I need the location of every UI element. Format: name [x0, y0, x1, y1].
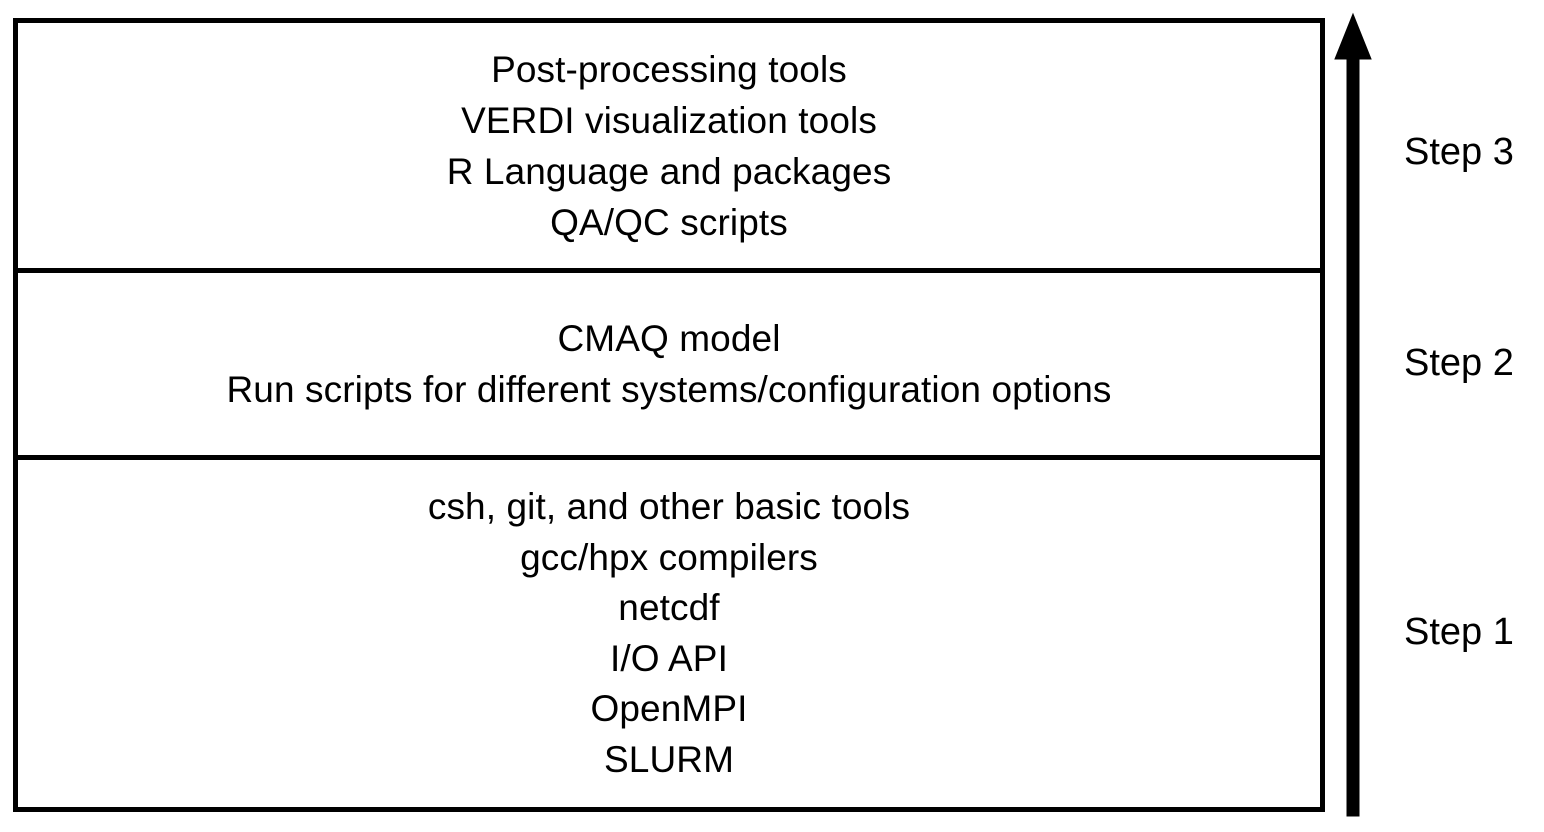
layer-step-3-line-3: R Language and packages [446, 150, 892, 192]
layer-step-3-line-2: VERDI visualization tools [461, 99, 877, 141]
layer-step-1: csh, git, and other basic tools gcc/hpx … [18, 455, 1320, 807]
step-label-2: Step 2 [1404, 342, 1514, 384]
layer-step-1-line-1: csh, git, and other basic tools [427, 486, 911, 527]
layer-step-3-line-1: Post-processing tools [491, 48, 847, 90]
upward-arrow-icon [1334, 12, 1372, 817]
layer-step-1-line-5: OpenMPI [590, 688, 748, 729]
layer-step-2-line-2: Run scripts for different systems/config… [226, 369, 1112, 410]
layer-step-3: Post-processing tools VERDI visualizatio… [18, 23, 1320, 268]
layer-step-1-line-6: SLURM [603, 738, 735, 780]
layer-step-1-line-3: netcdf [618, 587, 720, 628]
step-label-3: Step 3 [1404, 131, 1514, 173]
layer-step-1-line-2: gcc/hpx compilers [520, 536, 818, 578]
layer-step-3-line-4: QA/QC scripts [550, 201, 788, 243]
layer-step-1-line-4: I/O API [610, 637, 728, 679]
layer-step-2-line-1: CMAQ model [557, 318, 781, 359]
step-label-1: Step 1 [1404, 611, 1514, 653]
layer-stack: Post-processing tools VERDI visualizatio… [13, 18, 1325, 812]
layer-step-2: CMAQ model Run scripts for different sys… [18, 268, 1320, 455]
